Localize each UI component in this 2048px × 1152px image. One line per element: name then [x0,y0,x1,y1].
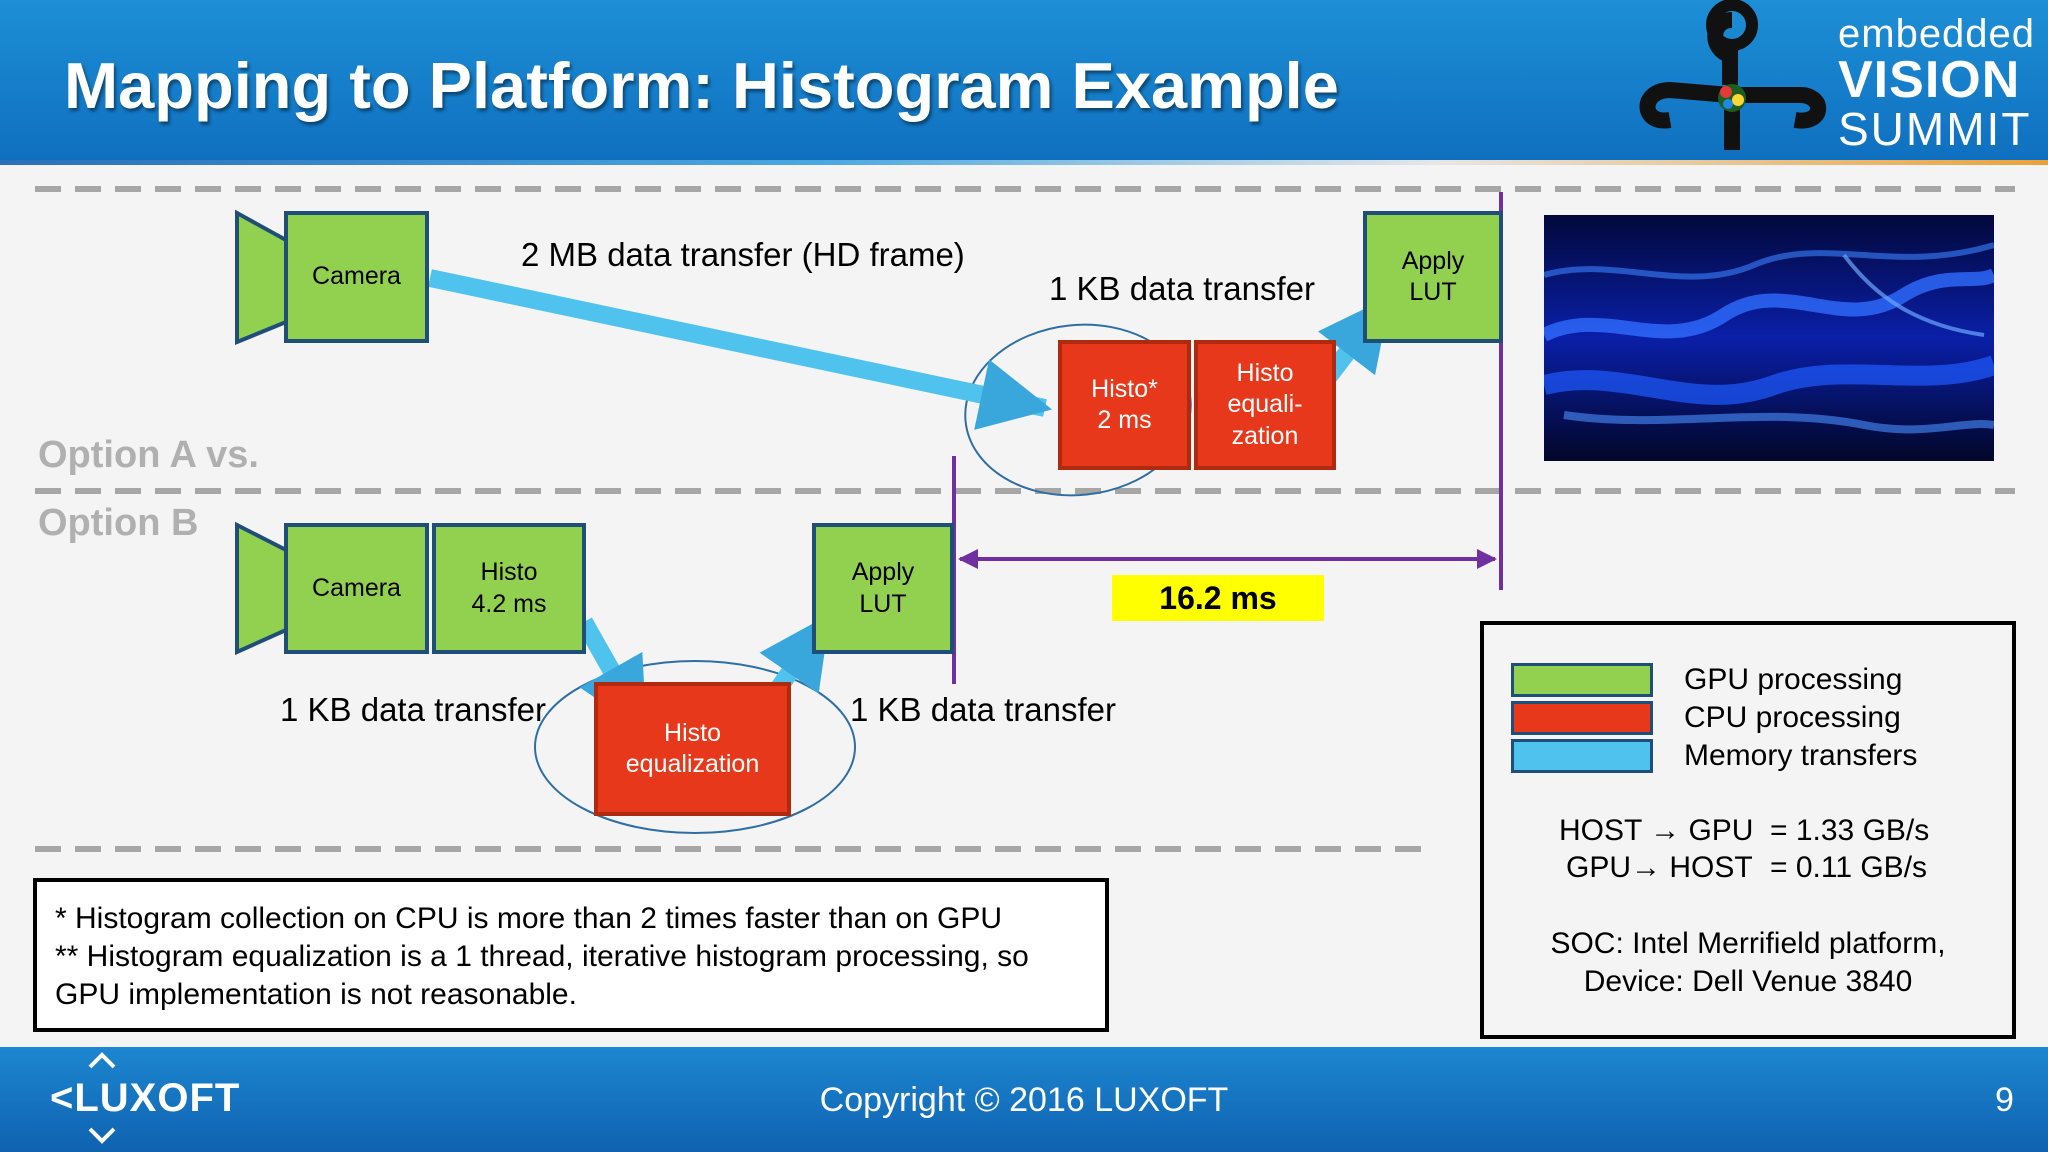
copyright-text: Copyright © 2016 LUXOFT [819,1081,1229,1119]
brand-line-vision: VISION [1838,51,2021,109]
camera-a-lens-icon [235,209,288,345]
footnotes-box: * Histogram collection on CPU is more th… [33,878,1109,1032]
page-number: 9 [1995,1081,2014,1119]
option-a-transfer-1kb-label: 1 KB data transfer [1049,270,1315,307]
option-a-histo-box: Histo* 2 ms [1058,340,1191,470]
legend-box: GPU processing CPU processing Memory tra… [1480,621,2016,1039]
luxoft-chevron-down-icon [88,1127,116,1144]
option-a-apply-lut-box: Apply LUT [1363,211,1503,343]
footnote-line-1: * Histogram collection on CPU is more th… [55,902,1003,935]
transfer-arrow-2mb [428,269,1053,430]
option-a-camera-box: Camera [284,211,429,343]
histogram-result-image [1544,215,1994,461]
legend-label-cpu: CPU processing [1684,701,1901,734]
slide-title: Mapping to Platform: Histogram Example [64,49,1339,122]
legend-swatch-gpu [1511,663,1653,697]
option-a-label: Option A vs. [38,434,259,476]
option-b-histo-box: Histo 4.2 ms [432,523,586,654]
embedded-vision-logo-icon [1639,0,1827,150]
option-a-histo-eq-box: Histo equali- zation [1194,340,1336,470]
header-accent-line [0,160,2048,165]
footer-bar [0,1047,2048,1152]
luxoft-chevron-up-icon [88,1052,116,1069]
option-b-transfer-left-label: 1 KB data transfer [280,691,546,728]
legend-swatch-memory [1511,739,1653,773]
brand-line-embedded: embedded [1838,12,2036,56]
option-b-histo-eq-box: Histo equalization [594,682,791,816]
camera-b-lens-icon [235,521,288,656]
luxoft-logo-text: LUXOFT [74,1076,241,1120]
timing-label: 16.2 ms [1112,575,1324,621]
gpu-to-host-value: = 0.11 GB/s [1770,851,1928,884]
option-b-label: Option B [38,502,199,544]
brand-line-summit: SUMMIT [1838,103,2032,155]
option-b-apply-lut-box: Apply LUT [812,523,954,654]
legend-label-memory: Memory transfers [1684,739,1918,772]
host-to-gpu-value: = 1.33 GB/s [1770,814,1930,847]
option-b-camera-box: Camera [284,523,429,654]
footnote-line-3: GPU implementation is not reasonable. [55,978,577,1011]
option-b-cpu-ellipse [534,660,856,834]
soc-line-2: Device: Dell Venue 3840 [1583,965,1913,998]
brand-wordmark: embedded VISION SUMMIT [1838,14,2035,152]
soc-line-1: SOC: Intel Merrifield platform, [1550,927,1946,960]
host-to-gpu-label: HOST → GPU [1559,814,1754,847]
legend-label-gpu: GPU processing [1684,663,1903,696]
option-b-transfer-right-label: 1 KB data transfer [850,691,1116,728]
footnote-line-2: ** Histogram equalization is a 1 thread,… [55,940,1029,973]
luxoft-logo: <LUXOFT [50,1076,240,1121]
legend-swatch-cpu [1511,701,1653,735]
luxoft-logo-bracket-icon: < [50,1076,75,1120]
option-a-transfer-2mb-label: 2 MB data transfer (HD frame) [521,236,965,273]
gpu-to-host-label: GPU→ HOST [1566,851,1753,884]
